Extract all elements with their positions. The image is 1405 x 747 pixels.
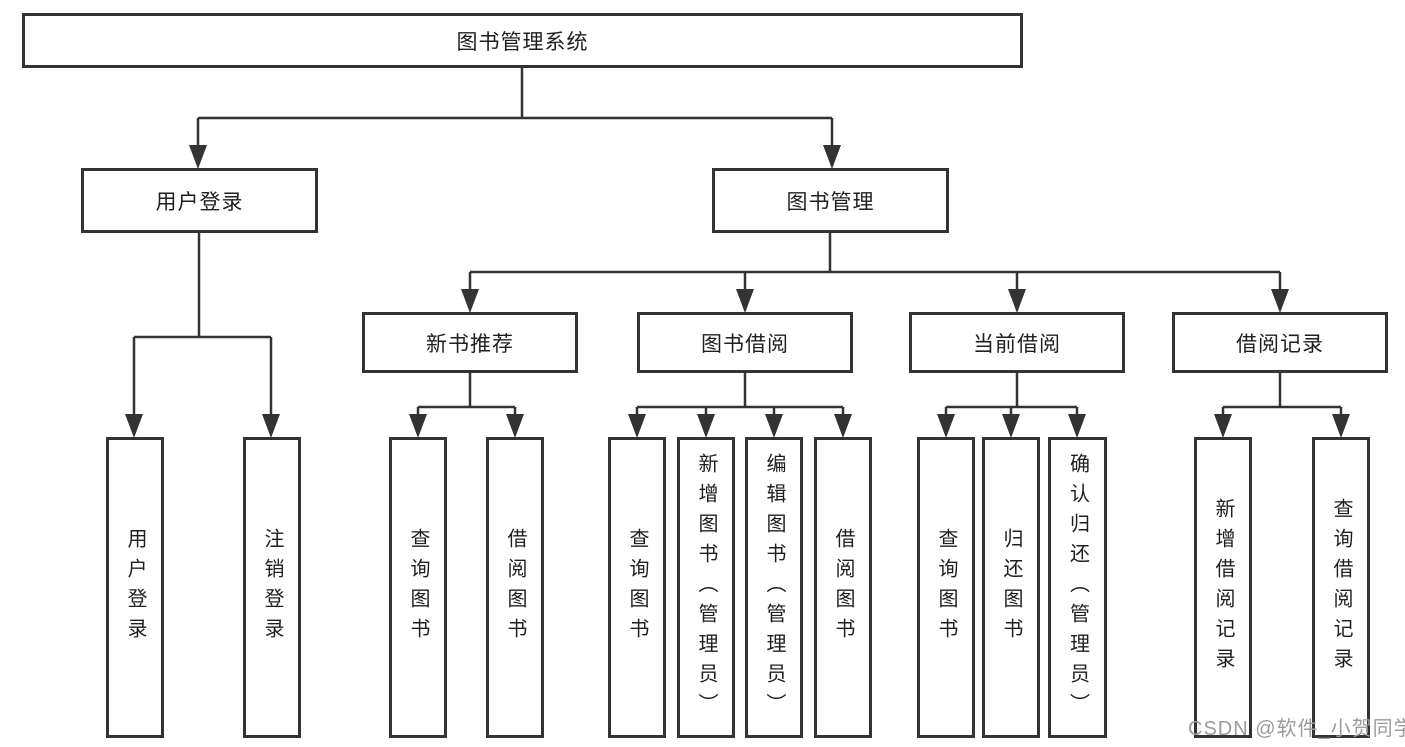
leaf-query-books-borrow: 查询图书 xyxy=(608,437,666,738)
node-current-borrowing: 当前借阅 xyxy=(909,312,1125,373)
node-borrowing-records: 借阅记录 xyxy=(1172,312,1388,373)
leaf-confirm-return-admin: 确认归还（管理员） xyxy=(1048,437,1107,738)
leaf-query-books-current: 查询图书 xyxy=(917,437,975,738)
node-new-book-recommend: 新书推荐 xyxy=(362,312,578,373)
node-book-borrowing: 图书借阅 xyxy=(637,312,853,373)
leaf-query-books-recommend: 查询图书 xyxy=(389,437,447,738)
node-library-management-system: 图书管理系统 xyxy=(22,13,1023,68)
leaf-logout: 注销登录 xyxy=(243,437,301,738)
leaf-return-books: 归还图书 xyxy=(982,437,1040,738)
leaf-borrow-books-recommend: 借阅图书 xyxy=(486,437,544,738)
node-book-management: 图书管理 xyxy=(712,168,949,233)
leaf-add-book-admin: 新增图书（管理员） xyxy=(677,437,735,738)
csdn-watermark: CSDN @软件_小贺同学 xyxy=(1188,718,1405,740)
leaf-query-borrow-record: 查询借阅记录 xyxy=(1312,437,1370,738)
arrowheads xyxy=(125,145,1350,438)
leaf-edit-book-admin: 编辑图书（管理员） xyxy=(745,437,803,738)
leaf-user-login: 用户登录 xyxy=(106,437,164,738)
leaf-add-borrow-record: 新增借阅记录 xyxy=(1194,437,1252,738)
leaf-borrow-books: 借阅图书 xyxy=(814,437,872,738)
node-user-login: 用户登录 xyxy=(81,168,318,233)
